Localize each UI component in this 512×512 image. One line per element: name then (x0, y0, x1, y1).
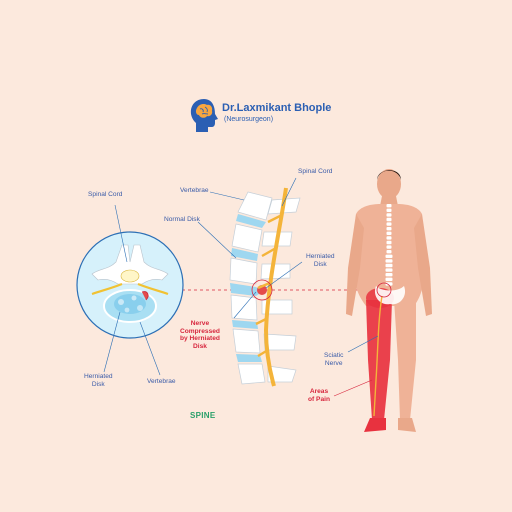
vertebra-cross-section (76, 231, 184, 339)
back-vertebra (386, 227, 392, 231)
sciatic-nerve-label: Sciatic Nerve (324, 352, 344, 367)
spine-herniated-disk-label: Herniated Disk (306, 253, 335, 268)
brand-logo: Dr.Laxmikant Bhople (Neurosurgeon) (188, 96, 348, 136)
back-spine-vertebrae (385, 204, 393, 286)
back-vertebra (385, 282, 393, 286)
brand-subtitle: (Neurosurgeon) (224, 116, 274, 123)
back-vertebra (386, 208, 392, 212)
back-vertebra (385, 268, 393, 272)
back-vertebra (386, 217, 392, 222)
areas-of-pain-label: Areas of Pain (308, 388, 330, 403)
back-vertebra (386, 231, 392, 235)
back-vertebra (386, 236, 392, 240)
back-vertebra (386, 245, 392, 249)
back-vertebra (386, 213, 392, 217)
cross-section-herniated-disk-label: Herniated Disk (84, 373, 113, 388)
back-vertebra (385, 259, 393, 263)
spine-column (229, 187, 301, 387)
spine-vertebrae-label: Vertebrae (180, 187, 209, 194)
back-vertebra (385, 263, 393, 268)
nerve-compressed-label: Nerve Compressed by Herniated Disk (180, 320, 220, 350)
back-vertebra (386, 204, 392, 208)
back-vertebra (385, 273, 393, 277)
spine-spinal-cord-label: Spinal Cord (298, 168, 333, 175)
spine-caption: SPINE (190, 411, 216, 420)
back-vertebra (386, 222, 392, 226)
back-vertebra (385, 277, 393, 281)
human-back-figure (346, 169, 432, 432)
brain-head-logo-icon (190, 99, 218, 132)
cross-section-spinal-cord-label: Spinal Cord (88, 191, 123, 198)
brand-name: Dr.Laxmikant Bhople (222, 102, 332, 114)
cross-section-vertebrae-label: Vertebrae (147, 378, 176, 385)
spine-normal-disk-label: Normal Disk (164, 216, 200, 223)
back-vertebra (386, 240, 392, 245)
back-vertebra (386, 250, 392, 254)
back-vertebra (385, 254, 393, 258)
